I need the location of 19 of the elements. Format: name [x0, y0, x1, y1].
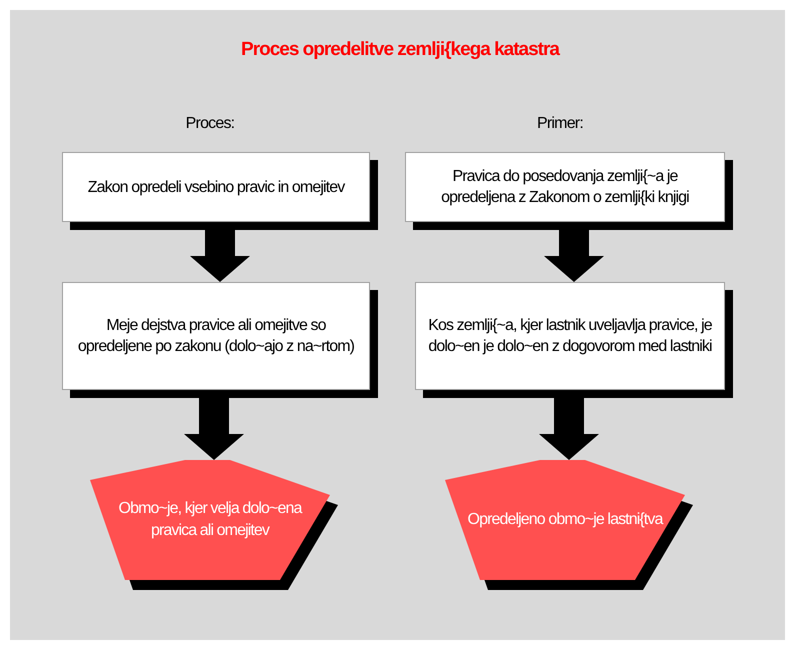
block-arrow — [190, 230, 250, 282]
column-heading: Proces: — [184, 114, 236, 134]
diagram-title: Proces opredelitve zemlji{kega katastra — [240, 38, 561, 62]
block-arrow — [539, 398, 599, 460]
node-text: Obmo~je, kjer velja dolo~ena pravica ali omejitev — [118, 499, 304, 541]
column-heading: Primer: — [536, 114, 584, 134]
block-arrow — [184, 398, 244, 460]
node-text: Meje dejstva pravice ali omejitve so opredeljene po zakonu (dolo~ajo z na~rtom) — [76, 316, 356, 357]
node-text: Kos zemlji{~a, kjer lastnik uveljavlja pravice, je dolo~en je dolo~en z dogovorom med lastniki — [427, 316, 713, 357]
node-text: Pravica do posedovanja zemlji{~a je opredeljena z Zakonom o zemlji{ki knjigi — [440, 167, 690, 208]
result-pentagon — [445, 460, 685, 580]
node-text: Zakon opredeli vsebino pravic in omejitev — [88, 178, 344, 198]
process-box — [62, 282, 370, 390]
result-pentagon — [90, 460, 330, 580]
process-box — [415, 282, 725, 390]
node-text: Opredeljeno obmo~je lastni{tva — [466, 510, 664, 530]
block-arrow — [544, 230, 604, 282]
process-box — [62, 152, 370, 222]
process-box — [405, 152, 725, 222]
